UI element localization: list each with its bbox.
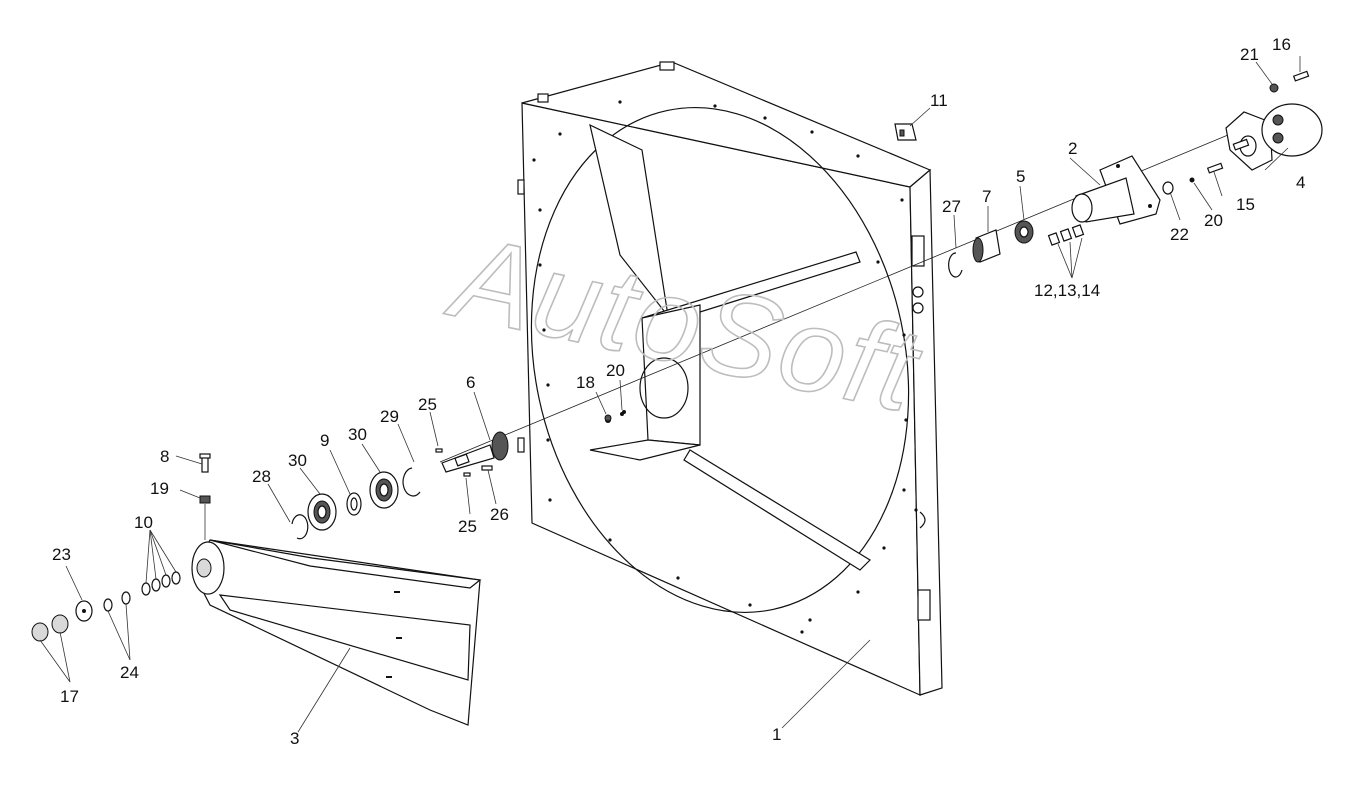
label-27: 27: [942, 197, 961, 216]
label-2: 2: [1068, 139, 1077, 158]
label-4: 4: [1296, 173, 1305, 192]
fan-shroud: [517, 61, 943, 696]
label-9: 9: [320, 431, 329, 450]
label-15: 15: [1236, 195, 1255, 214]
label-18: 18: [576, 373, 595, 392]
label-7: 7: [982, 187, 991, 206]
nut-18: [604, 414, 612, 422]
label-22: 22: [1170, 225, 1189, 244]
label-3: 3: [290, 729, 299, 748]
shims-12-14: [1047, 224, 1085, 246]
label-25-bottom: 25: [458, 517, 477, 536]
label-16: 16: [1272, 35, 1291, 54]
bearing-stack: [291, 448, 493, 540]
bushing-7: [972, 229, 1001, 263]
label-8: 8: [160, 447, 169, 466]
bolt-8: [199, 453, 211, 540]
circlip-27: [948, 252, 963, 278]
housing-2: [1071, 155, 1161, 225]
label-20-right: 20: [1204, 211, 1223, 230]
label-20-left: 20: [606, 361, 625, 380]
label-11: 11: [930, 91, 948, 110]
label-21: 21: [1240, 45, 1259, 64]
label-28: 28: [252, 467, 271, 486]
fan-blade-arm: [191, 539, 482, 726]
leader-lines: [39, 56, 1301, 733]
clip-11: [894, 123, 917, 141]
bolt-16: [1269, 70, 1310, 93]
label-26: 26: [490, 505, 509, 524]
label-19: 19: [150, 479, 169, 498]
label-24: 24: [120, 663, 139, 682]
label-25-top: 25: [418, 395, 437, 414]
label-5: 5: [1016, 167, 1025, 186]
callout-labels: 1 2 3 4 5 6 7 8 9 10 11 12,13,14 15 16 1…: [52, 35, 1305, 748]
label-1: 1: [772, 725, 781, 744]
label-29: 29: [380, 407, 399, 426]
bearing-5: [1014, 220, 1034, 244]
washers-10: [31, 571, 181, 642]
label-10: 10: [134, 513, 153, 532]
label-12-13-14: 12,13,14: [1034, 281, 1100, 300]
label-30-left: 30: [288, 451, 307, 470]
bolt-15: [1162, 162, 1224, 195]
washer-20: [620, 412, 624, 416]
label-30-right: 30: [348, 425, 367, 444]
label-6: 6: [466, 373, 475, 392]
label-23: 23: [52, 545, 71, 564]
hydraulic-motor-4: [1225, 103, 1323, 171]
shaft: [441, 431, 509, 473]
label-17: 17: [60, 687, 79, 706]
